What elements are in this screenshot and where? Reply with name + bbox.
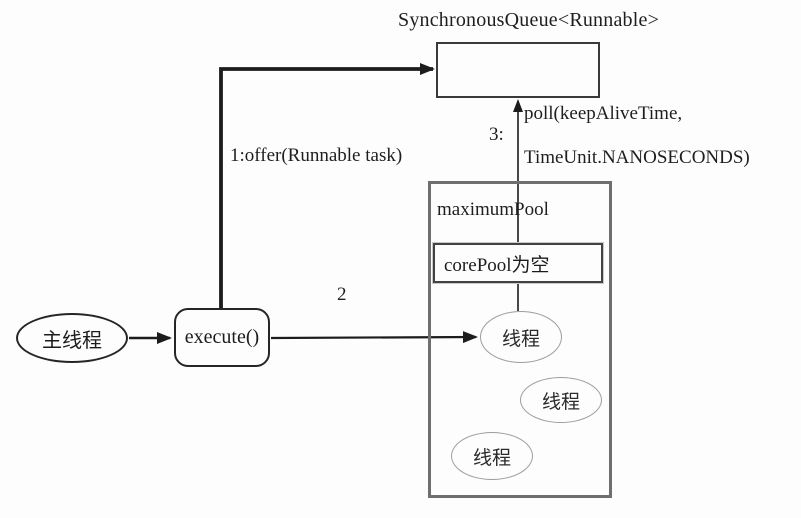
thread-label-1: 线程 xyxy=(501,328,540,350)
maximum-pool-label: maximumPool xyxy=(437,199,549,220)
offer-edge-label: 1:offer(Runnable task) xyxy=(230,145,403,166)
thread-label-3: 线程 xyxy=(472,447,511,469)
thread-node-3: 线程 xyxy=(451,432,533,480)
execute-node: execute() xyxy=(174,308,270,367)
step3-edge-label: 3: xyxy=(489,124,504,145)
thread-node-2: 线程 xyxy=(520,377,602,423)
core-pool-label: corePool为空 xyxy=(444,254,550,276)
thread-node-1: 线程 xyxy=(480,311,562,363)
main-thread-node: 主线程 xyxy=(16,313,128,363)
offer-arrow xyxy=(219,63,435,310)
core-pool-box: corePool为空 xyxy=(433,243,603,283)
queue-title: SynchronousQueue<Runnable> xyxy=(398,9,660,31)
step2-edge-label: 2 xyxy=(337,284,347,305)
poll-edge-label-line1: poll(keepAliveTime, xyxy=(524,103,683,124)
execute-label: execute() xyxy=(184,326,260,348)
poll-edge-label-line2: TimeUnit.NANOSECONDS) xyxy=(524,147,750,168)
synchronous-queue-box xyxy=(436,42,600,98)
main-thread-label: 主线程 xyxy=(42,329,102,352)
thread-label-2: 线程 xyxy=(541,391,580,413)
maximum-pool-box xyxy=(428,181,612,498)
